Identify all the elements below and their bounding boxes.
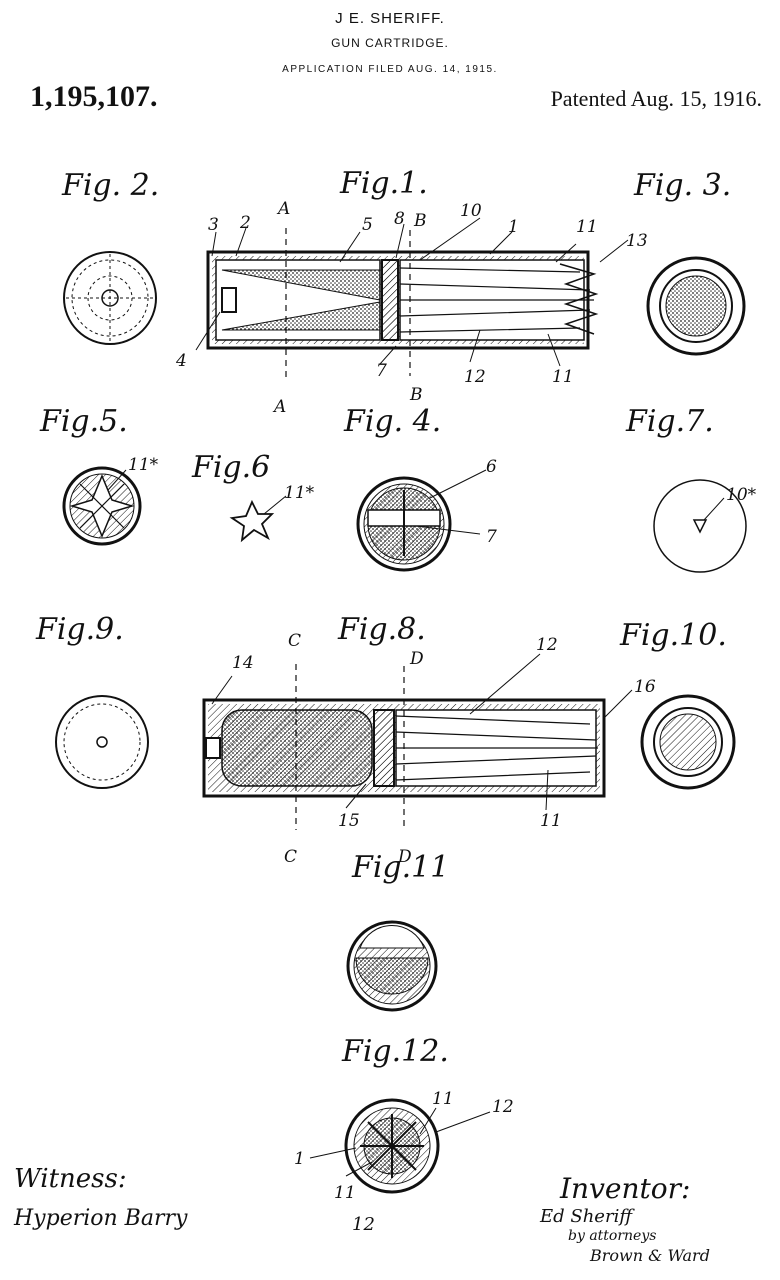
ref-11c: 11: [540, 811, 562, 831]
section-d-top: D: [409, 649, 424, 669]
fig11-cross-section: [346, 920, 438, 1012]
ref-4: 4: [175, 351, 187, 371]
leader-lines: [107, 217, 725, 1177]
ref-12: 12: [464, 367, 486, 387]
ref-1: 1: [508, 217, 519, 237]
ref-7b: 7: [486, 527, 497, 547]
fig1-label: Fig.1.: [340, 166, 428, 201]
fig6-star-bullet: [229, 499, 275, 543]
ref-8: 8: [394, 209, 405, 229]
section-b-top: B: [413, 211, 427, 231]
attorneys-signature: Brown & Ward: [590, 1246, 710, 1265]
fig5-cross-section: [62, 466, 142, 546]
ref-10-star: 10*: [726, 485, 757, 505]
fig7-label: Fig.7.: [626, 404, 714, 439]
section-b-bottom: B: [409, 385, 423, 405]
ref-11-star: 11*: [128, 455, 159, 475]
fig3-label: Fig. 3.: [634, 168, 732, 203]
inventor-label: Inventor:: [560, 1172, 691, 1205]
fig10-front-view: [640, 694, 736, 790]
fig10-label: Fig.10.: [620, 618, 727, 653]
ref-12c: 12: [492, 1097, 514, 1117]
fig7-disc: [653, 479, 747, 573]
inventor-name: J E. SHERIFF.: [335, 10, 445, 27]
ref-3: 3: [208, 215, 219, 235]
fig12-label: Fig.12.: [342, 1034, 449, 1069]
ref-12b: 12: [536, 635, 558, 655]
witness-label: Witness:: [14, 1164, 127, 1194]
patent-number: 1,195,107.: [30, 80, 158, 113]
fig1-cartridge: [206, 228, 599, 380]
fig12-cross-section: [344, 1098, 440, 1194]
fig8-cartridge: [202, 664, 606, 830]
fig2-label: Fig. 2.: [62, 168, 160, 203]
ref-11: 11: [576, 217, 598, 237]
ref-10: 10: [460, 201, 482, 221]
ref-16: 16: [634, 677, 656, 697]
fig6-label: Fig.6: [192, 450, 271, 485]
ref-11-star-b: 11*: [284, 483, 315, 503]
ref-11d: 11: [432, 1089, 454, 1109]
application-date: APPLICATION FILED AUG. 14, 1915.: [282, 64, 498, 75]
fig4-label: Fig. 4.: [344, 404, 442, 439]
ref-15: 15: [338, 811, 360, 831]
ref-7: 7: [376, 361, 387, 381]
fig2-base-view: [63, 251, 157, 345]
fig4-cross-section: [356, 476, 452, 572]
fig8-label: Fig.8.: [338, 612, 426, 647]
section-c-top: C: [288, 631, 301, 651]
fig11-label: Fig.11: [352, 850, 450, 885]
ref-5: 5: [362, 215, 373, 235]
patented-date: Patented Aug. 15, 1916.: [550, 86, 762, 111]
fig9-label: Fig.9.: [36, 612, 124, 647]
section-a-top: A: [276, 199, 290, 219]
section-c-bottom: C: [284, 847, 297, 867]
section-a-bottom: A: [272, 397, 286, 417]
fig3-front-view: [646, 256, 746, 356]
ref-2: 2: [239, 213, 251, 233]
attorneys-line: by attorneys: [568, 1228, 657, 1244]
fig5-label: Fig.5.: [40, 404, 128, 439]
ref-14: 14: [232, 653, 254, 673]
ref-11b: 11: [552, 367, 574, 387]
fig9-base-view: [55, 695, 149, 789]
ref-6: 6: [486, 457, 497, 477]
ref-11e: 11: [334, 1183, 356, 1203]
witness-signature: Hyperion Barry: [14, 1206, 188, 1231]
patent-title: GUN CARTRIDGE.: [331, 36, 449, 50]
ref-13: 13: [626, 231, 648, 251]
section-d-bottom: D: [397, 847, 412, 867]
bottom-number: 12: [352, 1214, 375, 1235]
inventor-signature: Ed Sheriff: [540, 1206, 633, 1227]
ref-1b: 1: [294, 1149, 305, 1169]
